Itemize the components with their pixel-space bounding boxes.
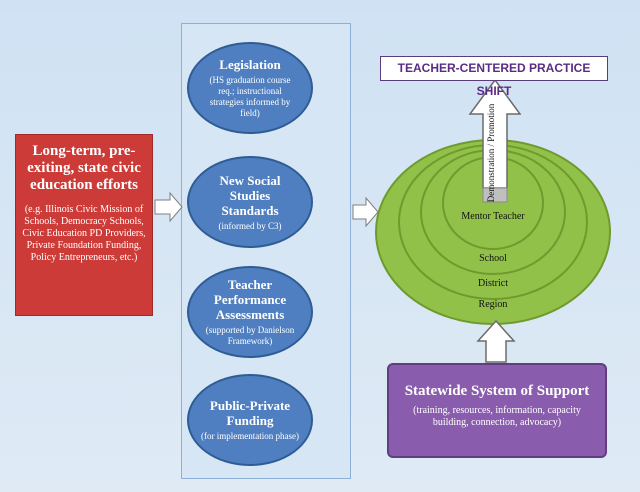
funding-ellipse: Public-Private Funding (for implementati… — [187, 374, 313, 466]
legislation-note: (HS graduation course req.; instructiona… — [209, 75, 291, 118]
up-arrow-promotion — [468, 78, 522, 189]
statewide-support-box: Statewide System of Support (training, r… — [387, 363, 607, 458]
support-rings — [375, 139, 611, 325]
funding-note: (for implementation phase) — [201, 431, 299, 441]
up-arrow-base — [482, 187, 508, 203]
assessments-note: (supported by Danielson Framework) — [205, 325, 295, 346]
region-label: Region — [478, 299, 508, 310]
promotion-label: Demonstration / Promotion — [486, 103, 496, 203]
statewide-support-title: Statewide System of Support — [404, 383, 590, 399]
legislation-title: Legislation — [219, 57, 281, 72]
mentor-teacher-label: Mentor Teacher — [461, 211, 525, 222]
arrow-to-rings — [352, 196, 379, 228]
standards-title: New Social Studies Standards — [219, 172, 281, 218]
arrow-support-to-rings — [476, 319, 516, 363]
standards-note: (informed by C3) — [218, 220, 282, 231]
civic-efforts-title: Long-term, pre-exiting, state civic educ… — [27, 143, 141, 193]
standards-ellipse: New Social Studies Standards (informed b… — [187, 156, 313, 248]
civic-efforts-examples: (e.g. Illinois Civic Mission of Schools,… — [22, 204, 146, 263]
district-label: District — [478, 278, 508, 289]
civic-efforts-box: Long-term, pre-exiting, state civic educ… — [15, 134, 153, 316]
assessments-title: Teacher Performance Assessments — [213, 277, 287, 322]
assessments-ellipse: Teacher Performance Assessments (support… — [187, 266, 313, 358]
legislation-ellipse: Legislation (HS graduation course req.; … — [187, 42, 313, 134]
statewide-support-details: (training, resources, information, capac… — [413, 405, 581, 428]
funding-title: Public-Private Funding — [209, 398, 291, 428]
school-label: School — [479, 253, 507, 264]
practice-shift-box: TEACHER-CENTERED PRACTICE SHIFT — [380, 56, 608, 98]
arrow-to-policies — [154, 191, 183, 223]
